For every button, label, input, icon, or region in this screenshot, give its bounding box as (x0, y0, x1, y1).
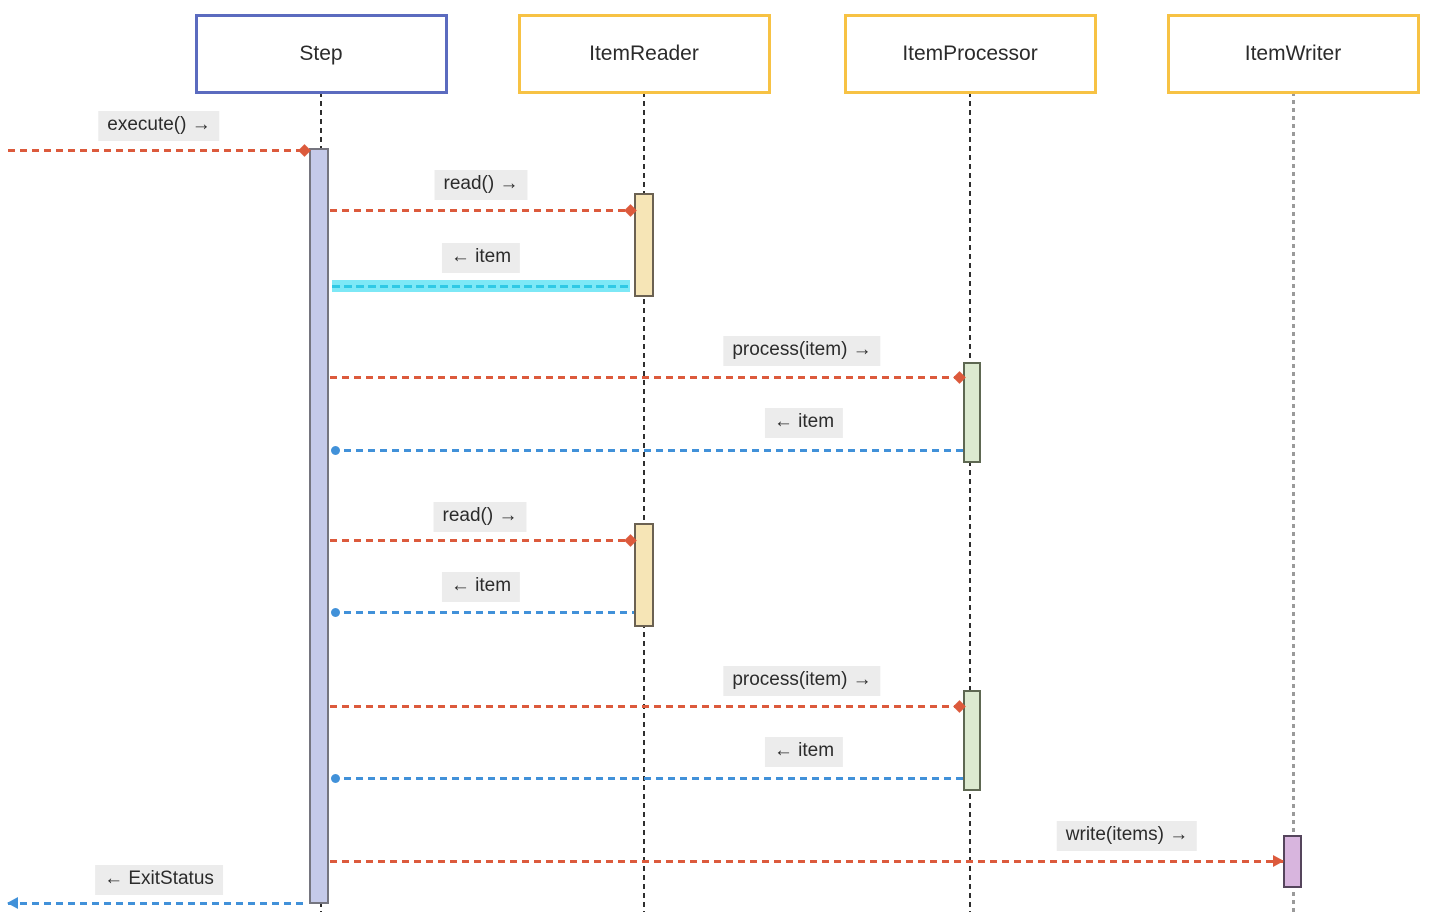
message-line-read-1 (330, 208, 634, 212)
lifeline-item-processor (969, 92, 971, 912)
arrowhead-item-return-4 (331, 773, 340, 783)
participant-label-item-writer: ItemWriter (1244, 42, 1342, 65)
participant-header-step: Step (194, 14, 448, 94)
message-line-write (330, 859, 1283, 863)
message-label-item-return-2: ← item (764, 408, 844, 438)
participant-label-item-reader: ItemReader (589, 42, 699, 65)
participant-label-step: Step (299, 42, 343, 65)
message-line-item-return-3 (332, 610, 634, 614)
message-label-process-2: process(item) → (723, 666, 881, 696)
lifeline-item-writer (1291, 92, 1295, 912)
message-line-item-return-4 (332, 776, 963, 780)
participant-header-item-reader: ItemReader (517, 14, 771, 94)
activation-bar-step (309, 148, 329, 904)
message-label-read-1: read() → (434, 170, 528, 200)
message-label-execute: execute() → (98, 111, 220, 141)
message-label-write: write(items) → (1056, 821, 1198, 851)
activation-bar-item-reader (634, 523, 654, 627)
message-line-execute (8, 148, 308, 152)
message-label-process-1: process(item) → (723, 336, 881, 366)
participant-header-item-writer: ItemWriter (1166, 14, 1420, 94)
message-line-read-2 (330, 538, 634, 542)
message-line-process-1 (330, 375, 963, 379)
message-label-item-return-3: ← item (441, 572, 521, 602)
message-line-item-return-1 (332, 284, 630, 288)
lifeline-item-reader (643, 92, 645, 912)
activation-bar-item-reader (634, 193, 654, 297)
message-label-read-2: read() → (433, 502, 527, 532)
arrowhead-item-return-2 (331, 445, 340, 455)
message-line-item-return-2 (332, 448, 963, 452)
activation-bar-item-writer (1283, 835, 1302, 888)
arrowhead-exit-status (7, 897, 18, 909)
message-highlight-item-return-1 (332, 280, 630, 292)
message-line-exit-status (8, 901, 308, 905)
message-label-item-return-1: ← item (441, 243, 521, 273)
message-label-item-return-4: ← item (764, 737, 844, 767)
arrowhead-item-return-3 (331, 607, 340, 617)
message-label-exit-status: ← ExitStatus (95, 865, 223, 895)
arrowhead-write (1273, 855, 1284, 867)
participant-label-item-processor: ItemProcessor (902, 42, 1038, 65)
message-line-process-2 (330, 704, 963, 708)
activation-bar-item-processor (963, 690, 981, 791)
activation-bar-item-processor (963, 362, 981, 463)
participant-header-item-processor: ItemProcessor (843, 14, 1097, 94)
